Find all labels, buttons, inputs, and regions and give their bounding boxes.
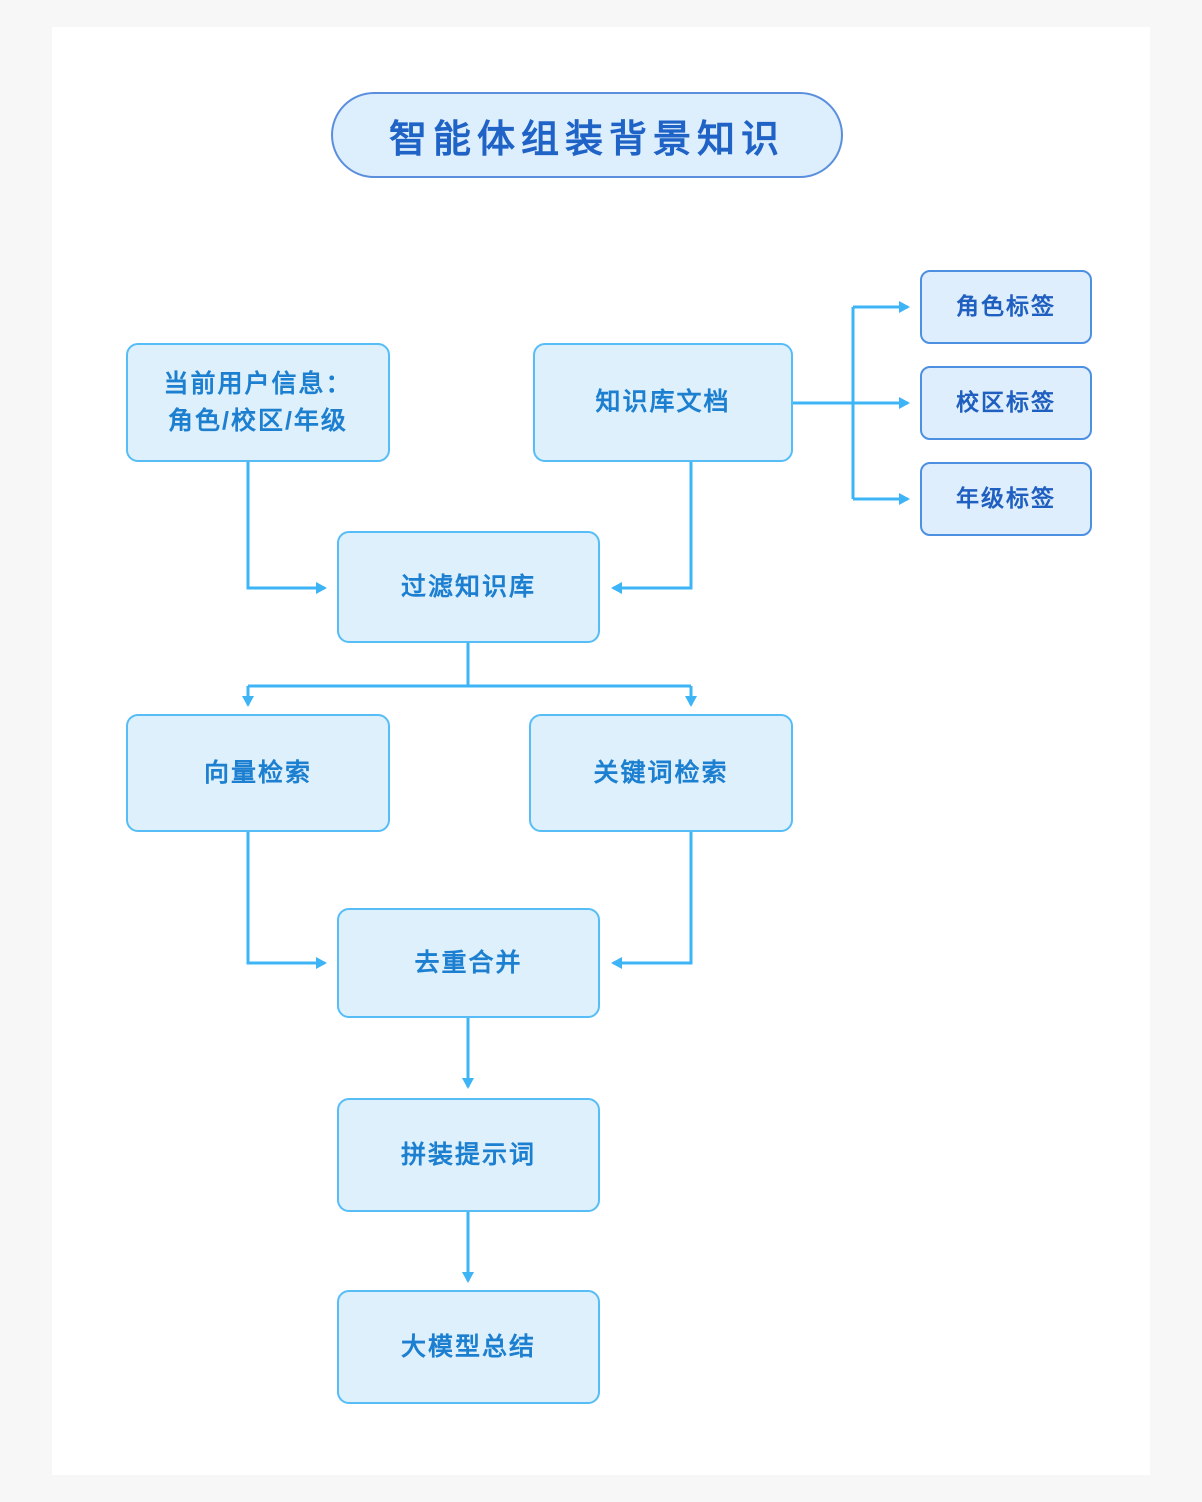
node-user-info-line1: 当前用户信息： [163,370,353,399]
node-llm-summary[interactable]: 大模型总结 [337,1290,600,1404]
edge-vector-dedup [246,832,327,969]
node-tag-role[interactable]: 角色标签 [920,270,1092,344]
node-vector-search[interactable]: 向量检索 [126,714,390,832]
node-tag-grade-label: 年级标签 [956,485,1056,512]
node-llm-summary-label: 大模型总结 [400,1332,536,1361]
node-keyword-search[interactable]: 关键词检索 [529,714,793,832]
node-kb-doc[interactable]: 知识库文档 [533,343,793,462]
node-tag-grade[interactable]: 年级标签 [920,462,1092,536]
node-user-info-line2: 角色/校区/年级 [168,406,348,435]
node-assemble-prompt[interactable]: 拼装提示词 [337,1098,600,1212]
node-dedup-merge-label: 去重合并 [414,948,523,977]
node-tag-campus-label: 校区标签 [956,389,1056,416]
edge-kbdoc-filterkb [611,462,693,594]
node-assemble-prompt-label: 拼装提示词 [400,1140,536,1169]
node-tag-campus[interactable]: 校区标签 [920,366,1092,440]
node-tag-role-label: 角色标签 [956,293,1056,320]
diagram-title-label: 智能体组装背景知识 [388,118,785,161]
edge-userinfo-filterkb [246,462,327,594]
node-dedup-merge[interactable]: 去重合并 [337,908,600,1018]
node-filter-kb[interactable]: 过滤知识库 [337,531,600,643]
node-kb-doc-label: 知识库文档 [595,388,731,417]
node-user-info[interactable]: 当前用户信息： 角色/校区/年级 [126,343,390,462]
node-filter-kb-label: 过滤知识库 [400,572,536,601]
node-keyword-search-label: 关键词检索 [593,758,729,787]
node-vector-search-label: 向量检索 [203,758,312,787]
diagram-title: 智能体组装背景知识 [331,92,843,178]
edge-keyword-dedup [611,832,693,969]
